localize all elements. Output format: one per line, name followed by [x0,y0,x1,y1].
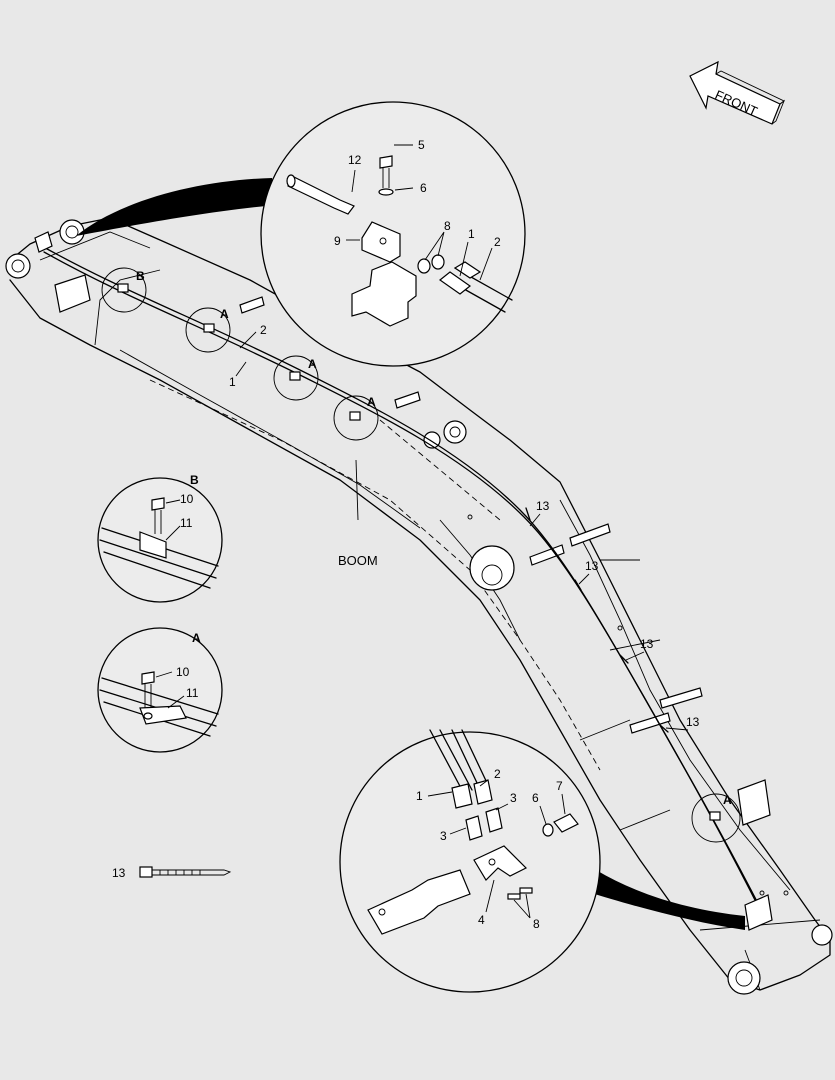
callout-2-boom: 2 [260,323,267,337]
callout-2: 2 [494,235,501,249]
callout-13-boom-1: 13 [536,499,550,513]
callout-13-boom-3: 13 [640,637,654,651]
callout-13-boom-2: 13 [585,559,599,573]
callout-3-bottom-left: 3 [440,829,447,843]
view-a-ref-1: A [220,307,229,321]
callout-5: 5 [418,138,425,152]
callout-13-tie: 13 [112,866,126,880]
view-a-ref-4: A [723,793,732,807]
front-arrow: FRONT [689,60,786,125]
detail-view-a: 10 11 A [97,627,223,753]
view-b-ref: B [136,269,145,283]
hose-lines [34,231,773,931]
callout-7: 7 [556,779,563,793]
view-a-marker-4 [691,793,741,843]
view-a-label: A [192,631,201,645]
view-b-marker [101,267,147,313]
callout-8: 8 [444,219,451,233]
detail-view-top: 12 5 6 9 8 1 2 [76,101,526,367]
callout-8-bottom: 8 [533,917,540,931]
view-a-marker-1 [185,307,231,353]
cable-tie-part: 13 [112,866,232,880]
callout-11-b: 11 [180,516,193,530]
callout-6: 6 [420,181,427,195]
callout-9: 9 [334,234,341,248]
view-a-marker-2 [273,355,319,401]
callout-1-boom: 1 [229,375,236,389]
callout-10-b: 10 [180,492,194,506]
callout-10-a: 10 [176,665,190,679]
callout-13-boom-4: 13 [686,715,700,729]
boom-view-markers [101,267,741,843]
boom-label: BOOM [338,553,378,568]
view-a-ref-2: A [308,357,317,371]
boom-body [5,217,833,995]
callout-1: 1 [468,227,475,241]
detail-view-b: 10 11 B [97,473,223,603]
callout-12: 12 [348,153,362,167]
view-a-marker-3 [333,395,379,441]
callout-6-bottom: 6 [532,791,539,805]
callout-4: 4 [478,913,485,927]
callout-1-bottom: 1 [416,789,423,803]
callout-11-a: 11 [186,686,199,700]
callout-3-bottom-right: 3 [510,791,517,805]
callout-2-bottom: 2 [494,767,501,781]
detail-view-bottom: 1 2 3 3 6 7 4 8 [339,729,745,993]
view-b-label: B [190,473,199,487]
boom-callouts: 2 1 B A A A A 13 13 13 13 BOOM [136,269,732,807]
view-a-ref-3: A [367,395,376,409]
